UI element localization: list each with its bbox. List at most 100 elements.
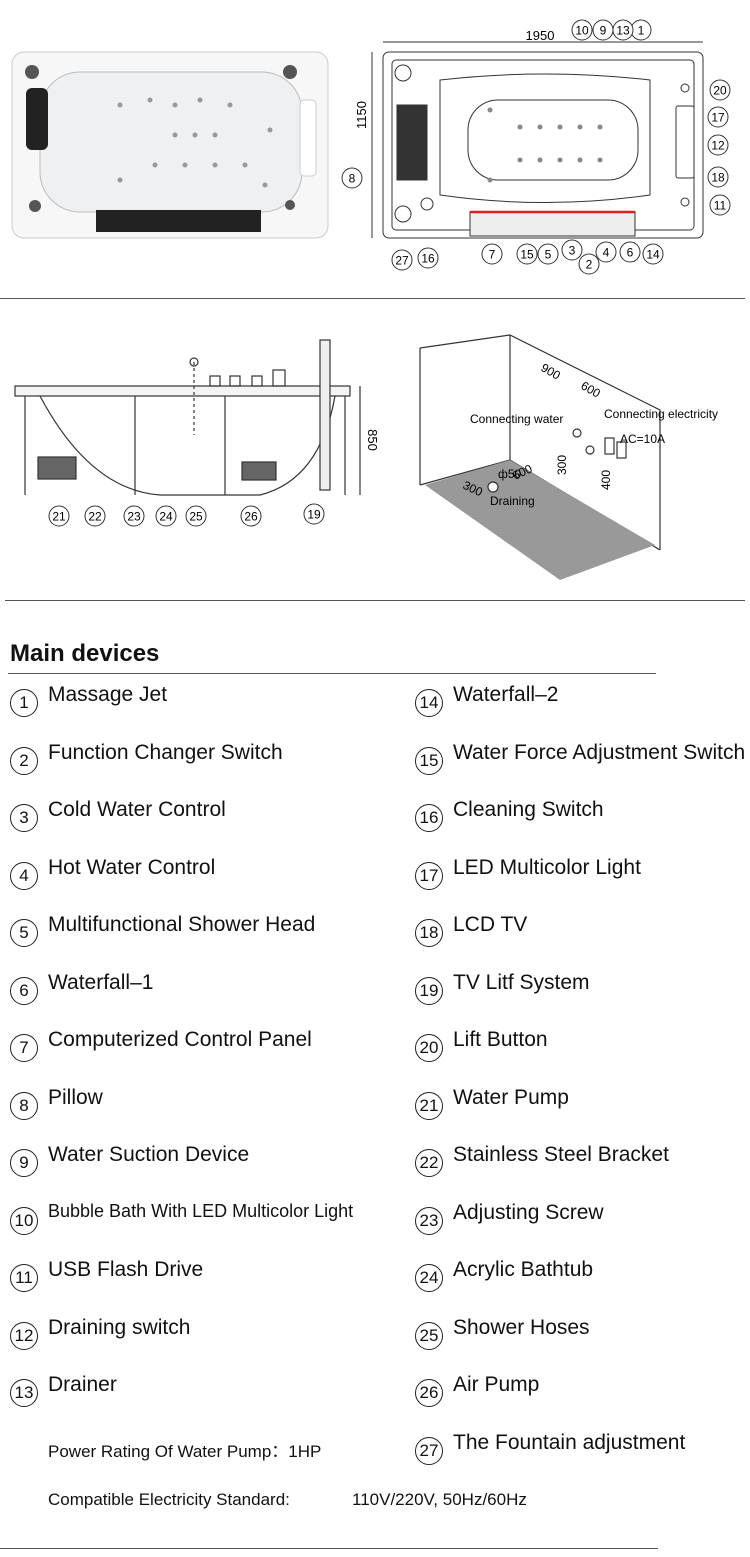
device-number-badge: 25 bbox=[415, 1321, 443, 1350]
callout-circle bbox=[595, 241, 617, 263]
callout-circle bbox=[642, 243, 664, 265]
device-label: Function Changer Switch bbox=[48, 740, 283, 764]
device-number-badge: 12 bbox=[10, 1321, 38, 1350]
device-label: LED Multicolor Light bbox=[453, 855, 641, 879]
callout-number: 27 bbox=[395, 254, 409, 268]
callout-circle bbox=[303, 503, 325, 525]
install-drain-size: ф50 bbox=[498, 467, 522, 481]
device-label: Adjusting Screw bbox=[453, 1200, 604, 1224]
device-label: Waterfall–1 bbox=[48, 970, 154, 994]
callout-number: 6 bbox=[627, 246, 634, 260]
device-number-badge: 27 bbox=[415, 1436, 443, 1465]
device-number-badge: 14 bbox=[415, 689, 443, 717]
callout-number: 5 bbox=[545, 248, 552, 262]
callout-circle bbox=[240, 505, 262, 527]
device-number-badge: 11 bbox=[10, 1264, 38, 1292]
install-label-water: Connecting water bbox=[470, 412, 563, 426]
install-label-drain: Draining bbox=[490, 494, 535, 508]
callout-number: 19 bbox=[307, 508, 321, 522]
callout-circle bbox=[48, 505, 70, 527]
device-label: USB Flash Drive bbox=[48, 1258, 204, 1281]
device-label: Massage Jet bbox=[48, 683, 168, 706]
dim-side-height: 850 bbox=[365, 429, 380, 451]
callout-number: 2 bbox=[586, 258, 593, 272]
bottom-divider bbox=[0, 1548, 658, 1549]
device-number-badge: 7 bbox=[10, 1034, 38, 1062]
device-number-badge: 8 bbox=[10, 1091, 38, 1120]
callout-number: 23 bbox=[127, 510, 141, 524]
divider bbox=[5, 600, 745, 601]
callout-circle bbox=[571, 19, 593, 41]
callout-number: 3 bbox=[569, 244, 576, 258]
device-label: Cleaning Switch bbox=[453, 798, 604, 821]
device-label: Drainer bbox=[48, 1373, 117, 1396]
callout-circle bbox=[155, 505, 177, 527]
callout-number: 20 bbox=[713, 84, 727, 98]
device-number-badge: 4 bbox=[10, 861, 38, 890]
callout-circle bbox=[709, 194, 731, 216]
divider bbox=[0, 298, 745, 299]
callout-circle bbox=[561, 239, 583, 261]
device-number-badge: 18 bbox=[415, 919, 443, 947]
install-label-ac: AC=10A bbox=[620, 432, 665, 446]
device-label: Bubble Bath With LED Multicolor Light bbox=[48, 1200, 354, 1221]
callout-number: 4 bbox=[603, 246, 610, 260]
device-number-badge: 13 bbox=[10, 1379, 38, 1407]
callout-circle bbox=[707, 106, 729, 128]
device-number-badge: 6 bbox=[10, 976, 38, 1005]
install-dim-d: 400 bbox=[599, 470, 613, 490]
device-label: Air Pump bbox=[453, 1373, 540, 1396]
callout-number: 8 bbox=[349, 172, 356, 186]
device-number-badge: 17 bbox=[415, 861, 443, 890]
device-number-badge: 15 bbox=[415, 746, 443, 775]
spec-power: Power Rating Of Water Pump：1HP bbox=[48, 1442, 322, 1461]
callout-circle bbox=[578, 253, 600, 275]
device-label: Water Pump bbox=[453, 1085, 569, 1109]
device-number-badge: 9 bbox=[10, 1149, 38, 1177]
callout-circle bbox=[537, 243, 559, 265]
callout-number: 24 bbox=[159, 510, 173, 524]
device-number-badge: 22 bbox=[415, 1149, 443, 1177]
callout-number: 22 bbox=[88, 510, 102, 524]
callout-number: 12 bbox=[711, 139, 725, 153]
device-label: Water Force Adjustment Switch bbox=[453, 740, 746, 764]
device-label: Water Suction Device bbox=[48, 1143, 250, 1166]
device-number-badge: 2 bbox=[10, 746, 38, 775]
device-number-badge: 1 bbox=[10, 689, 38, 717]
device-label: Cold Water Control bbox=[48, 798, 226, 821]
device-label: TV Litf System bbox=[453, 970, 590, 994]
device-label: Lift Button bbox=[453, 1028, 548, 1051]
callout-circle bbox=[391, 249, 413, 271]
device-label: Pillow bbox=[48, 1085, 103, 1109]
callout-number: 16 bbox=[421, 252, 435, 266]
device-number-badge: 26 bbox=[415, 1379, 443, 1407]
device-label: Hot Water Control bbox=[48, 855, 216, 879]
dim-height: 1150 bbox=[354, 101, 369, 129]
callout-circle bbox=[123, 505, 145, 527]
callout-number: 13 bbox=[616, 24, 630, 38]
install-dim-a: 900 bbox=[539, 360, 564, 382]
main-devices-heading: Main devices bbox=[10, 640, 160, 667]
dim-width: 1950 bbox=[526, 28, 555, 43]
device-label: Acrylic Bathtub bbox=[453, 1258, 594, 1281]
install-view bbox=[419, 334, 661, 580]
bathtub-photo bbox=[11, 51, 329, 239]
device-label: Draining switch bbox=[48, 1315, 191, 1339]
device-label: LCD TV bbox=[453, 913, 528, 936]
callout-number: 18 bbox=[711, 171, 725, 185]
callout-number: 11 bbox=[714, 199, 727, 213]
device-number-badge: 23 bbox=[415, 1206, 443, 1235]
device-number-badge: 10 bbox=[10, 1206, 38, 1235]
callout-circle bbox=[709, 79, 731, 101]
callout-circle bbox=[707, 134, 729, 156]
callout-number: 10 bbox=[575, 24, 589, 38]
callout-number: 15 bbox=[520, 248, 534, 262]
callout-circle bbox=[707, 166, 729, 188]
device-label: The Fountain adjustment bbox=[453, 1430, 686, 1454]
device-label: Shower Hoses bbox=[453, 1315, 590, 1339]
callout-number: 26 bbox=[244, 510, 258, 524]
